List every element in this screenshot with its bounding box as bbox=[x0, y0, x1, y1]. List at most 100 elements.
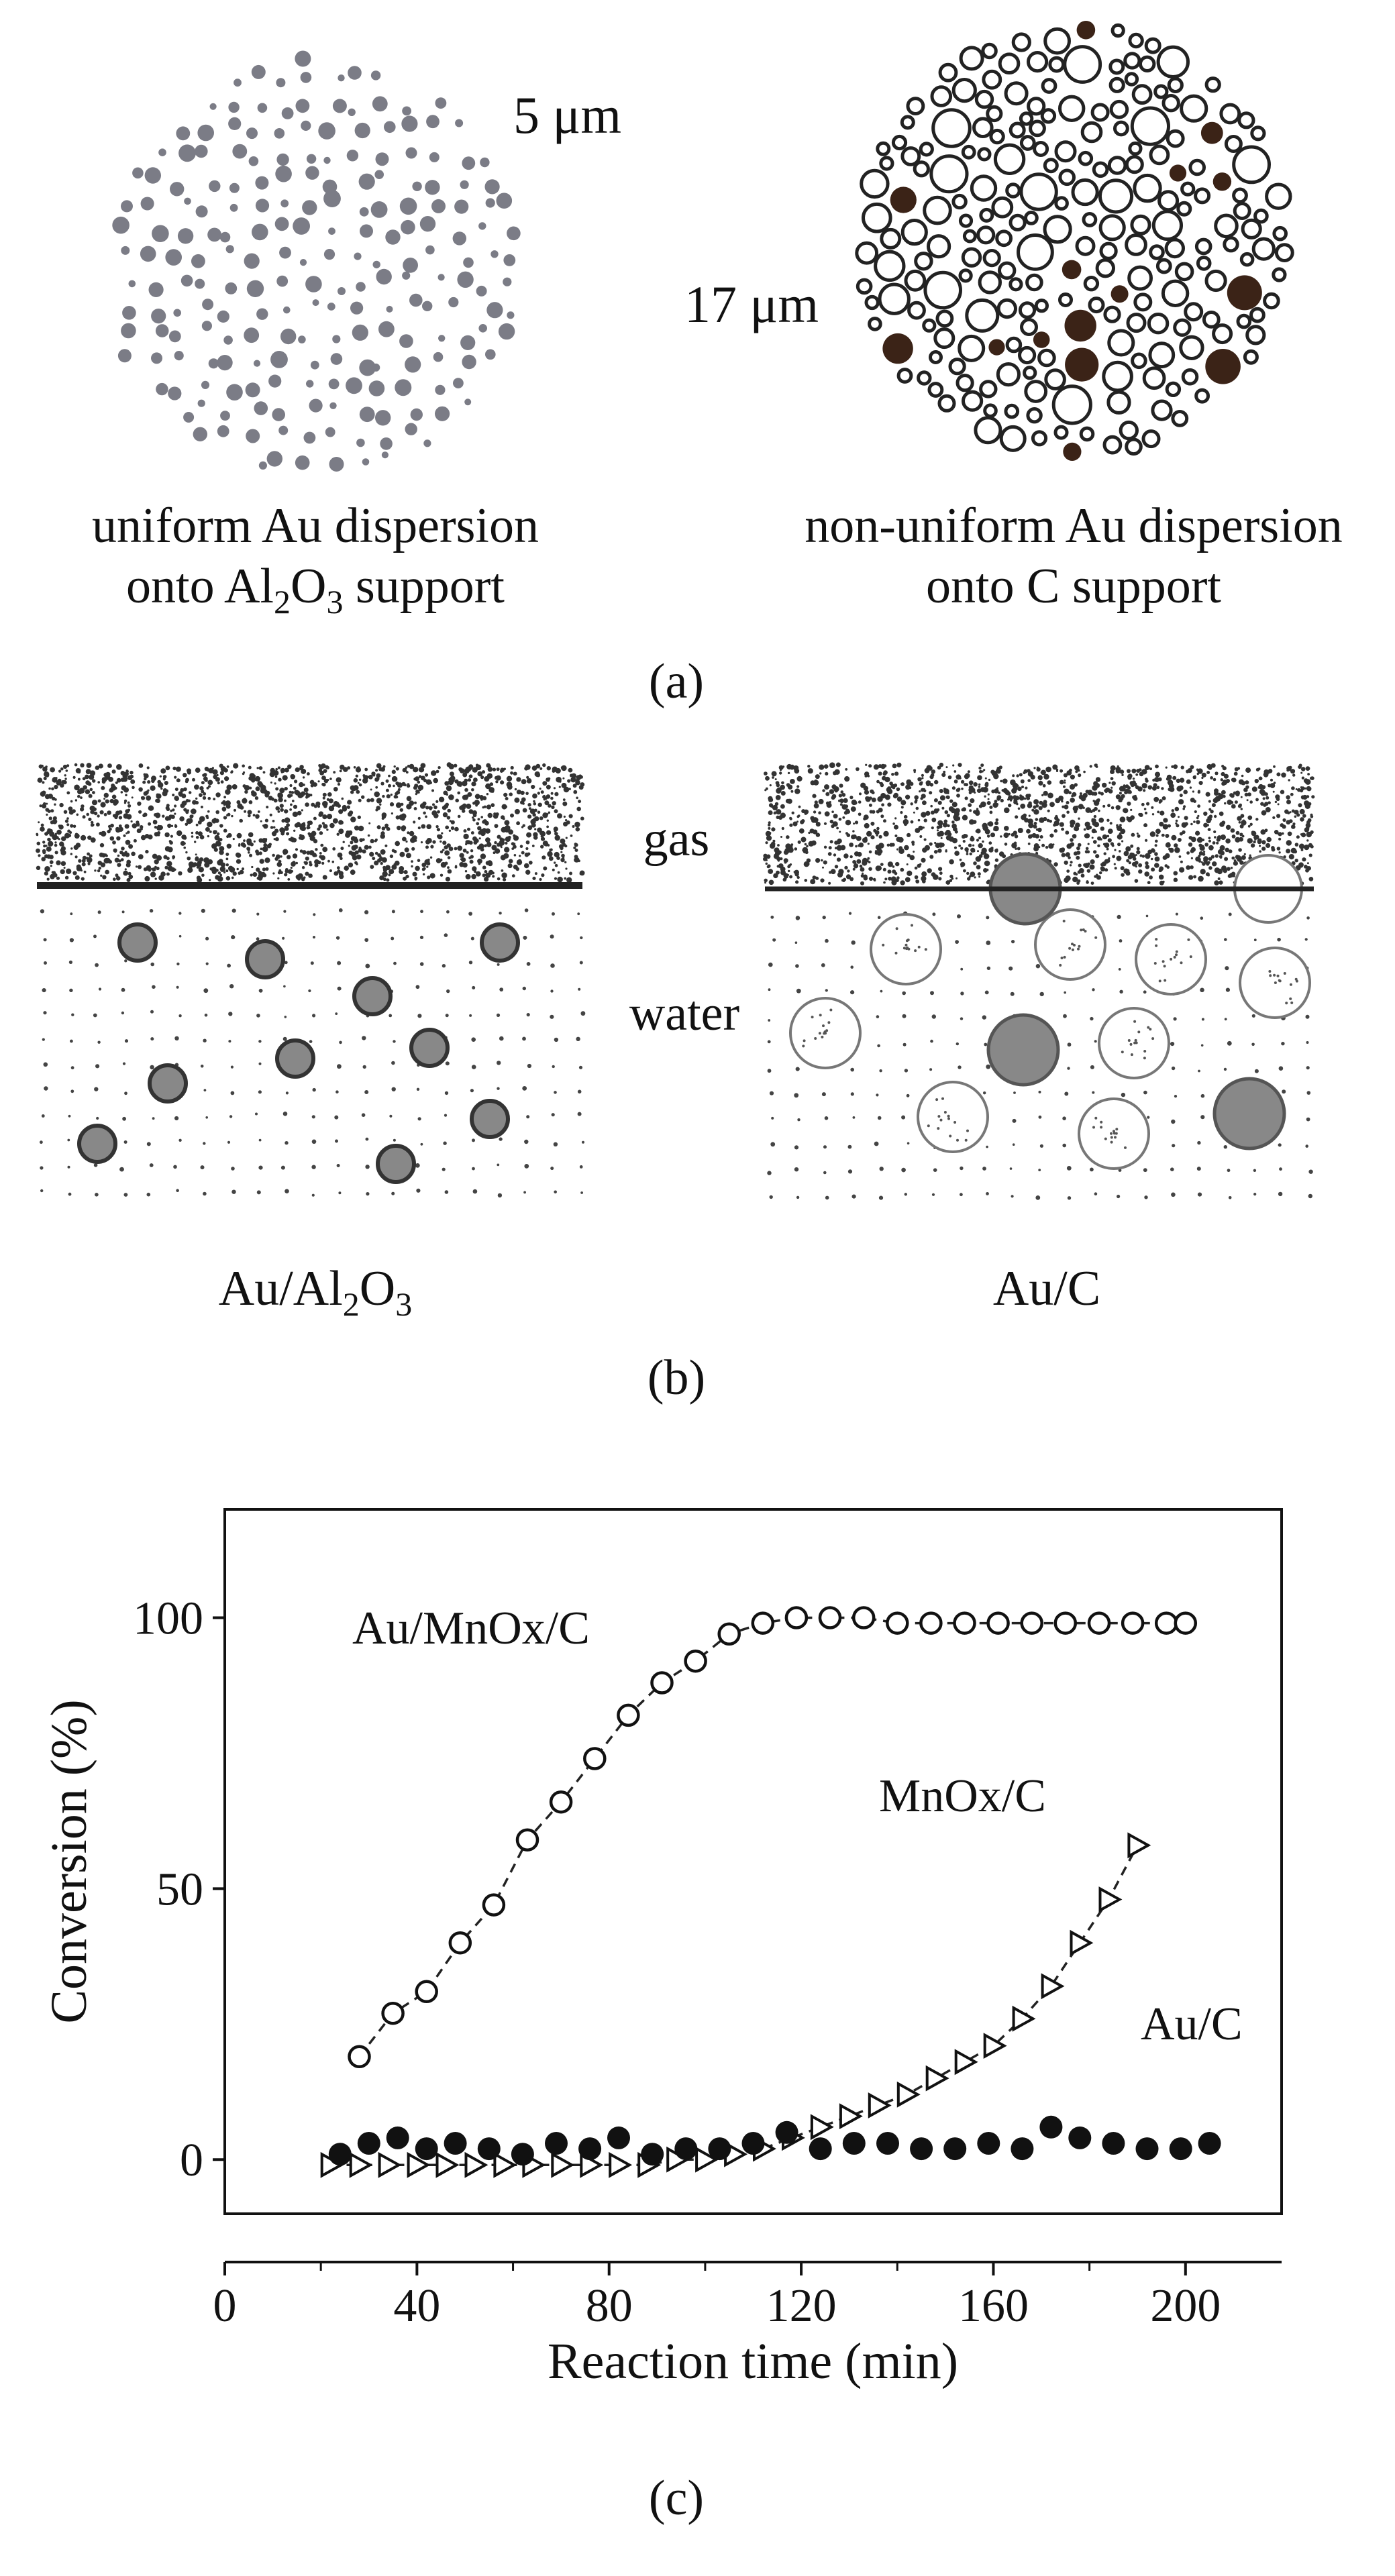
gas-molecule bbox=[872, 810, 876, 814]
carbon-particle bbox=[1130, 214, 1151, 235]
gas-molecule bbox=[382, 865, 386, 869]
gas-molecule bbox=[548, 856, 554, 861]
data-point bbox=[1154, 1611, 1178, 1635]
carbon-particle bbox=[1106, 390, 1131, 415]
data-point bbox=[415, 1980, 438, 2004]
carbon-particle bbox=[927, 234, 951, 259]
gas-molecule bbox=[86, 812, 89, 816]
data-point bbox=[1098, 1886, 1123, 1913]
au-on-al2o3-particle bbox=[275, 1038, 315, 1079]
carbon-particle bbox=[1176, 201, 1192, 217]
gas-molecule bbox=[272, 820, 275, 822]
water-molecule bbox=[149, 909, 154, 913]
gas-molecule bbox=[858, 800, 862, 804]
x-tick-label: 160 bbox=[958, 2280, 1029, 2332]
gas-molecule bbox=[199, 793, 203, 798]
water-molecule bbox=[150, 1065, 154, 1070]
gas-molecule bbox=[1104, 843, 1110, 848]
gas-molecule bbox=[1076, 846, 1080, 851]
gas-molecule bbox=[1092, 808, 1096, 812]
gas-molecule bbox=[500, 780, 505, 785]
water-molecule bbox=[554, 1037, 559, 1042]
gas-molecule bbox=[162, 788, 168, 793]
carbon-particle bbox=[979, 380, 998, 398]
water-molecule bbox=[200, 1165, 205, 1170]
gas-molecule bbox=[109, 798, 114, 804]
gas-molecule bbox=[796, 820, 798, 823]
gas-molecule bbox=[1121, 840, 1124, 843]
water-molecule bbox=[526, 1013, 530, 1017]
au-particle bbox=[184, 197, 191, 205]
gas-molecule bbox=[974, 791, 976, 794]
gas-molecule bbox=[900, 811, 903, 814]
gas-molecule bbox=[1228, 849, 1233, 853]
gas-molecule bbox=[880, 863, 884, 866]
gas-molecule bbox=[1063, 785, 1066, 788]
gas-molecule bbox=[202, 796, 207, 800]
gas-molecule bbox=[1307, 773, 1310, 775]
gas-molecule bbox=[1151, 867, 1155, 872]
gas-molecule bbox=[474, 870, 477, 873]
gas-molecule bbox=[463, 806, 466, 808]
gas-molecule bbox=[305, 802, 309, 807]
gas-molecule bbox=[981, 847, 987, 854]
gas-molecule bbox=[466, 803, 472, 809]
gas-molecule bbox=[56, 860, 61, 865]
gas-molecule bbox=[70, 800, 73, 803]
gas-molecule bbox=[1023, 797, 1027, 800]
gas-molecule bbox=[368, 822, 371, 824]
gas-molecule bbox=[1141, 802, 1145, 806]
gas-molecule bbox=[482, 796, 487, 800]
carbon-particle bbox=[1131, 352, 1147, 370]
gas-molecule bbox=[356, 790, 360, 794]
gas-molecule bbox=[1231, 835, 1236, 839]
gas-molecule bbox=[337, 852, 343, 858]
gas-molecule bbox=[397, 788, 401, 792]
gas-molecule bbox=[1191, 837, 1196, 843]
gas-molecule bbox=[448, 763, 454, 769]
gas-molecule bbox=[1300, 767, 1306, 771]
gas-molecule bbox=[1134, 879, 1139, 883]
gas-molecule bbox=[1175, 822, 1178, 825]
au-particle bbox=[183, 412, 195, 423]
gas-molecule bbox=[821, 859, 823, 862]
water-molecule bbox=[957, 914, 961, 918]
gas-molecule bbox=[1178, 785, 1184, 791]
gas-molecule bbox=[425, 845, 429, 849]
water-molecule bbox=[149, 1163, 154, 1167]
gas-molecule bbox=[122, 776, 128, 782]
gas-molecule bbox=[1308, 853, 1312, 857]
carbon-particle bbox=[991, 196, 1014, 219]
carbon-particle bbox=[862, 202, 892, 233]
au-particle bbox=[173, 309, 182, 317]
gas-molecule bbox=[1000, 780, 1002, 783]
panel-a: 5 μm 17 μm uniform Au dispersion onto Al… bbox=[92, 21, 1343, 709]
gas-molecule bbox=[219, 842, 221, 845]
water-molecule bbox=[1197, 1192, 1202, 1197]
au-particle bbox=[330, 353, 343, 365]
gas-molecule bbox=[42, 841, 46, 844]
gas-molecule bbox=[446, 785, 452, 792]
gas-molecule bbox=[376, 763, 382, 769]
water-molecule bbox=[848, 912, 852, 915]
gas-molecule bbox=[221, 807, 226, 812]
gas-molecule bbox=[1282, 818, 1286, 822]
gas-molecule bbox=[425, 806, 429, 810]
water-molecule bbox=[986, 916, 990, 920]
gas-molecule bbox=[284, 826, 289, 831]
gas-molecule bbox=[1055, 814, 1058, 818]
gas-molecule bbox=[951, 820, 955, 824]
gas-molecule bbox=[501, 869, 504, 872]
gas-molecule bbox=[72, 809, 76, 813]
gas-molecule bbox=[319, 770, 325, 775]
gas-molecule bbox=[1276, 814, 1281, 818]
gas-molecule bbox=[1174, 806, 1180, 812]
gas-molecule bbox=[264, 818, 268, 822]
au-particle bbox=[245, 382, 260, 398]
gas-molecule bbox=[891, 879, 897, 885]
gas-molecule bbox=[333, 801, 340, 807]
gas-molecule bbox=[1214, 788, 1219, 794]
gas-molecule bbox=[550, 796, 554, 800]
water-molecule bbox=[955, 940, 959, 944]
gas-molecule bbox=[89, 774, 95, 780]
